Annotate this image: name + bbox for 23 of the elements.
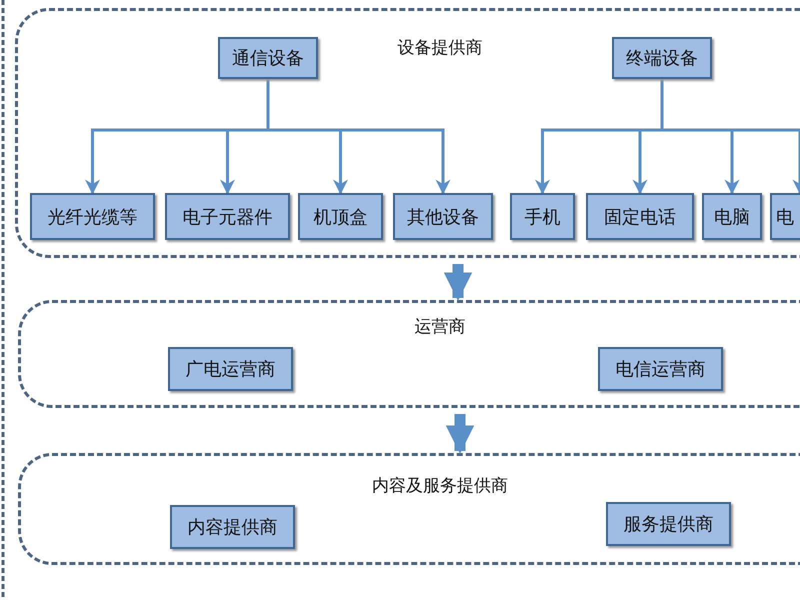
category-box: 电子元器件 (165, 193, 290, 240)
category-box: 终端设备 (612, 37, 712, 79)
arrow (660, 79, 800, 194)
group-frame (15, 8, 800, 258)
category-box: 固定电话 (586, 193, 694, 240)
group-frame (18, 300, 800, 408)
category-box: 手机 (510, 193, 575, 240)
block-arrow (444, 264, 472, 301)
category-box: 电脑 (702, 193, 762, 240)
category-box: 广电运营商 (168, 347, 293, 391)
group-heading: 内容及服务提供商 (372, 475, 508, 497)
group-heading: 设备提供商 (398, 37, 482, 59)
category-box: 电信运营商 (598, 347, 723, 391)
category-box: 内容提供商 (170, 505, 295, 549)
category-box: 其他设备 (393, 193, 493, 240)
category-box: 电 (770, 193, 800, 240)
category-box: 光纤光缆等 (30, 193, 155, 240)
group-frame (18, 453, 800, 565)
category-box: 服务提供商 (606, 502, 731, 546)
category-box: 通信设备 (218, 37, 318, 79)
group-heading: 运营商 (414, 316, 466, 338)
block-arrow (446, 414, 474, 454)
category-box: 机顶盒 (298, 193, 383, 240)
